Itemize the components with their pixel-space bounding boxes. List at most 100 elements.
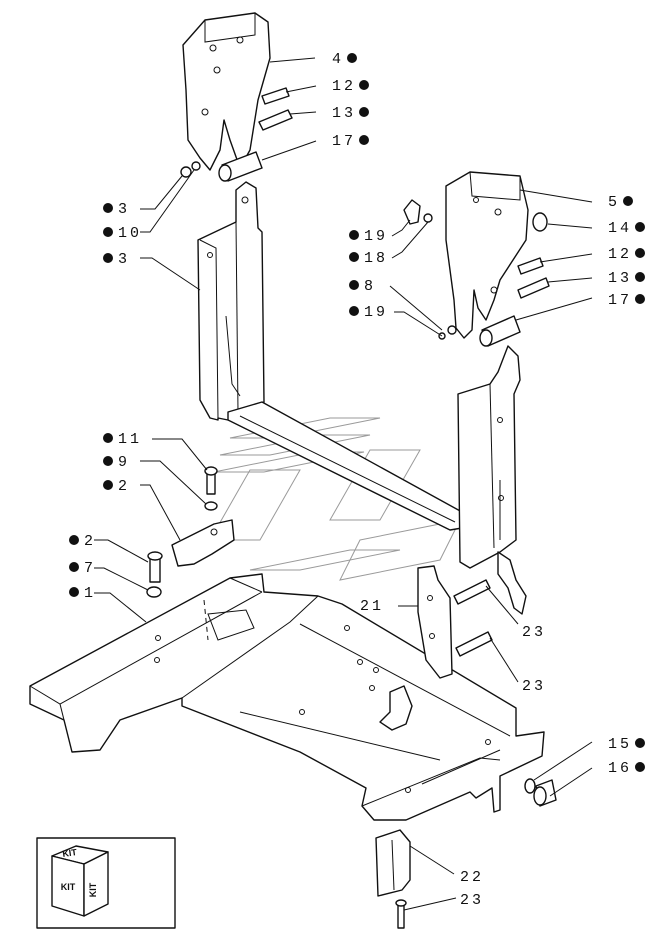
- callout-number: 9: [118, 454, 130, 471]
- callout: 17: [332, 133, 369, 150]
- upper-left-bolts: [180, 87, 293, 182]
- callout-dot: [349, 252, 359, 262]
- callout: 21: [360, 598, 384, 615]
- callout: 10: [103, 225, 142, 242]
- callout-number: 5: [608, 194, 620, 211]
- callout: 12: [608, 246, 645, 263]
- end-spacer: [524, 778, 557, 807]
- callout-dot: [623, 196, 633, 206]
- callout-number: 19: [364, 228, 388, 245]
- callout-dot: [103, 203, 113, 213]
- callout-number: 14: [608, 220, 632, 237]
- callout-dot: [349, 306, 359, 316]
- callout: 13: [332, 105, 369, 122]
- callout: 16: [608, 760, 645, 777]
- callout-number: 12: [332, 78, 356, 95]
- callout-number: 3: [118, 251, 130, 268]
- leader-lines: [94, 57, 593, 911]
- callout-dot: [635, 272, 645, 282]
- kit-label-right: KIT: [88, 882, 98, 897]
- callout-number: 1: [84, 585, 96, 602]
- callout-number: 7: [84, 560, 96, 577]
- callout-number: 8: [364, 278, 376, 295]
- callout-number: 19: [364, 304, 388, 321]
- callout-number: 22: [460, 869, 484, 886]
- right-upright-post: [457, 345, 527, 615]
- callout-dot: [359, 135, 369, 145]
- callout-number: 21: [360, 598, 384, 615]
- callout-dot: [69, 562, 79, 572]
- callout: 23: [522, 624, 546, 641]
- callout-dot: [347, 53, 357, 63]
- callout: 14: [608, 220, 645, 237]
- callout-number: 13: [608, 270, 632, 287]
- callout: 3: [103, 201, 130, 218]
- callout-dot: [69, 535, 79, 545]
- callout-number: 16: [608, 760, 632, 777]
- upper-right-bracket: [445, 171, 529, 339]
- upper-left-bracket: [182, 12, 271, 171]
- callout-dot: [635, 762, 645, 772]
- callout: 7: [69, 560, 96, 577]
- callout: 18: [349, 250, 388, 267]
- left-upright-post: [197, 181, 265, 421]
- callout: 2: [69, 533, 96, 550]
- callout: 15: [608, 736, 645, 753]
- callout: 23: [460, 892, 484, 909]
- callout-dot: [103, 227, 113, 237]
- callout-dot: [103, 253, 113, 263]
- callout-dot: [635, 294, 645, 304]
- callout-number: 2: [84, 533, 96, 550]
- callout-number: 18: [364, 250, 388, 267]
- callout: 9: [103, 454, 130, 471]
- main-frame: [29, 573, 545, 821]
- callout-dot: [103, 433, 113, 443]
- callout: 8: [349, 278, 376, 295]
- lower-bracket: [375, 829, 411, 929]
- callout-number: 13: [332, 105, 356, 122]
- small-bracket: [146, 466, 235, 598]
- cross-bar: [227, 401, 463, 531]
- callout: 11: [103, 431, 142, 448]
- kit-box: KIT KIT KIT: [36, 837, 176, 929]
- callout-number: 10: [118, 225, 142, 242]
- callout: 4: [332, 51, 357, 68]
- callout-number: 23: [522, 624, 546, 641]
- kit-label-top: KIT: [62, 847, 78, 859]
- callout-number: 11: [118, 431, 142, 448]
- callout-dot: [359, 80, 369, 90]
- callout-number: 3: [118, 201, 130, 218]
- callout-dot: [349, 280, 359, 290]
- callout-dot: [635, 248, 645, 258]
- callout: 2: [103, 478, 130, 495]
- callout-dot: [635, 222, 645, 232]
- callout-number: 17: [332, 133, 356, 150]
- kit-label-left: KIT: [61, 882, 76, 892]
- callout-number: 12: [608, 246, 632, 263]
- callout-number: 23: [522, 678, 546, 695]
- callout-dot: [349, 230, 359, 240]
- callout-number: 17: [608, 292, 632, 309]
- callout: 23: [522, 678, 546, 695]
- callout: 1: [69, 585, 96, 602]
- callout: 12: [332, 78, 369, 95]
- callout-dot: [103, 456, 113, 466]
- callout-number: 23: [460, 892, 484, 909]
- callout: 22: [460, 869, 484, 886]
- callout: 13: [608, 270, 645, 287]
- callout-dot: [359, 107, 369, 117]
- callout-number: 15: [608, 736, 632, 753]
- callout-dot: [635, 738, 645, 748]
- frame-clip: [379, 685, 413, 731]
- callout: 17: [608, 292, 645, 309]
- callout-number: 4: [332, 51, 344, 68]
- upper-right-small-parts: [403, 199, 550, 347]
- side-plate: [417, 565, 493, 679]
- callout: 19: [349, 228, 388, 245]
- callout-number: 2: [118, 478, 130, 495]
- callout-dot: [103, 480, 113, 490]
- callout: 5: [608, 194, 633, 211]
- callout: 3: [103, 251, 130, 268]
